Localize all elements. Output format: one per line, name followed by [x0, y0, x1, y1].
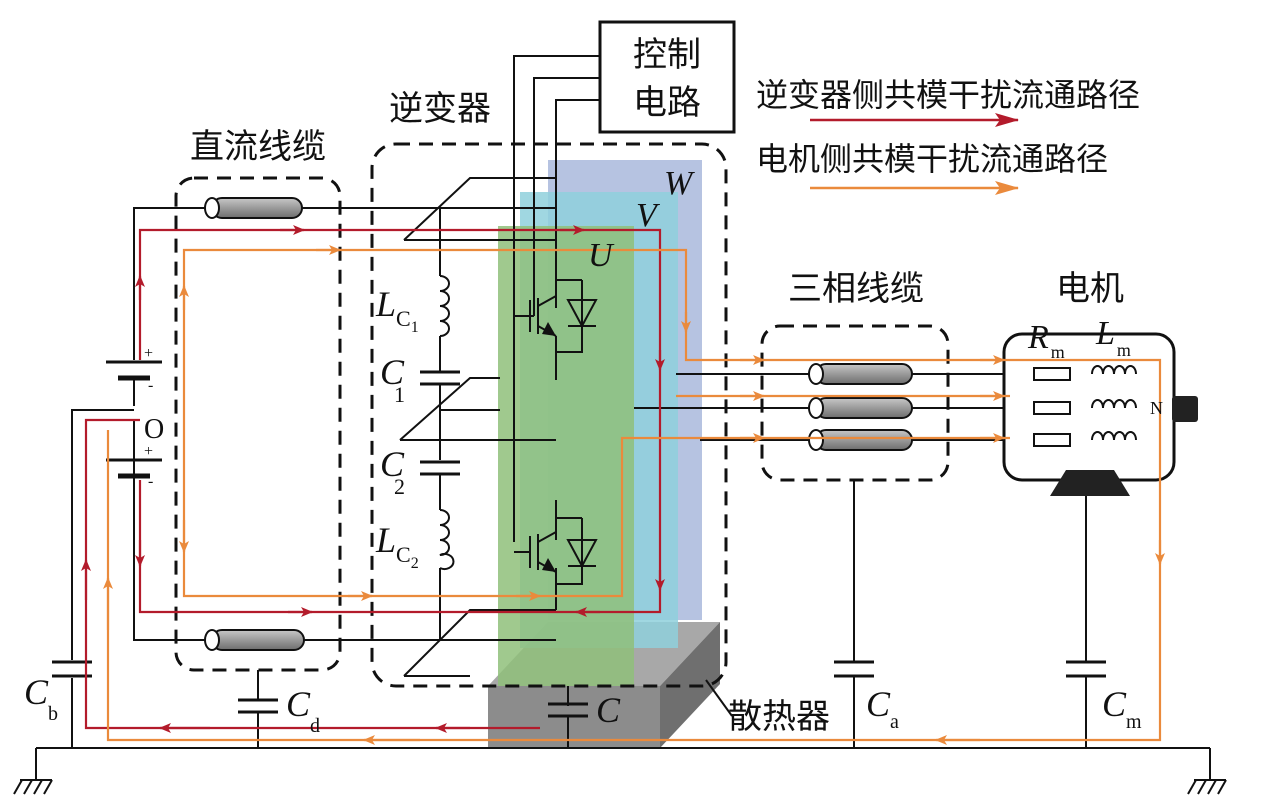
igbt-lower — [514, 500, 598, 610]
ground-symbol-right — [1187, 779, 1227, 795]
inverter-label: 逆变器 — [389, 89, 491, 129]
c-heatsink-label: C — [596, 690, 621, 730]
ca-label: Ca — [866, 684, 899, 733]
dc-cable-box — [174, 176, 342, 672]
legend-inverter-path-label: 逆变器侧共模干扰流通路径 — [756, 76, 1140, 114]
control-circuit-label-2: 电路 — [633, 83, 701, 123]
dc-cable-label: 直流线缆 — [190, 127, 326, 167]
phase-u-panel — [498, 226, 634, 686]
phase-w-label: W — [664, 165, 695, 202]
plus-sign-lower: + — [144, 443, 153, 460]
motor-side-cm-path — [103, 245, 1165, 745]
capacitor-c2 — [420, 460, 460, 476]
plus-sign-upper: + — [144, 345, 153, 362]
three-phase-cable-label: 三相线缆 — [788, 269, 924, 309]
capacitor-cm — [1066, 660, 1106, 678]
neutral-label: N — [1150, 398, 1163, 418]
motor-base — [1050, 470, 1130, 496]
heatsink-leader-line — [705, 679, 733, 717]
ground-symbol-left — [13, 779, 53, 795]
cb-label: Cb — [24, 672, 58, 725]
inverter-side-cm-path — [81, 225, 665, 733]
capacitor-cd — [238, 698, 278, 714]
dc-source-lower — [106, 420, 162, 500]
dc-cable-top — [204, 197, 303, 219]
minus-sign-upper: - — [148, 377, 153, 394]
three-phase-cable-1 — [808, 363, 913, 385]
phase-u-label: U — [588, 237, 615, 274]
three-phase-cable-2 — [808, 397, 913, 419]
node-o-label: O — [144, 414, 164, 445]
minus-sign-lower: - — [148, 473, 153, 490]
capacitor-c-heatsink — [548, 702, 588, 718]
motor-label: 电机 — [1056, 269, 1124, 309]
motor-resistors — [1033, 367, 1071, 447]
motor-shaft — [1172, 396, 1198, 422]
lc1-label: LC1 — [375, 284, 419, 336]
lc2-label: LC2 — [375, 520, 419, 572]
three-phase-cable-3 — [808, 429, 913, 451]
legend-motor-path-label: 电机侧共模干扰流通路径 — [756, 140, 1108, 178]
cm-label: Cm — [1102, 684, 1142, 733]
dc-cable-bottom — [204, 629, 305, 651]
igbt-upper — [514, 240, 598, 380]
motor-inductors — [1091, 365, 1137, 441]
heatsink-label: 散热器 — [728, 697, 830, 737]
capacitor-c1 — [420, 370, 460, 386]
dc-source-upper — [106, 360, 162, 406]
legend: 逆变器侧共模干扰流通路径 电机侧共模干扰流通路径 — [756, 76, 1140, 195]
control-signal-lines — [513, 55, 600, 542]
inductor-lc1 — [439, 275, 450, 337]
inductor-lc2 — [439, 509, 455, 570]
control-circuit-label-1: 控制 — [633, 35, 701, 75]
cd-label: Cd — [286, 684, 320, 737]
capacitor-ca — [834, 660, 874, 678]
